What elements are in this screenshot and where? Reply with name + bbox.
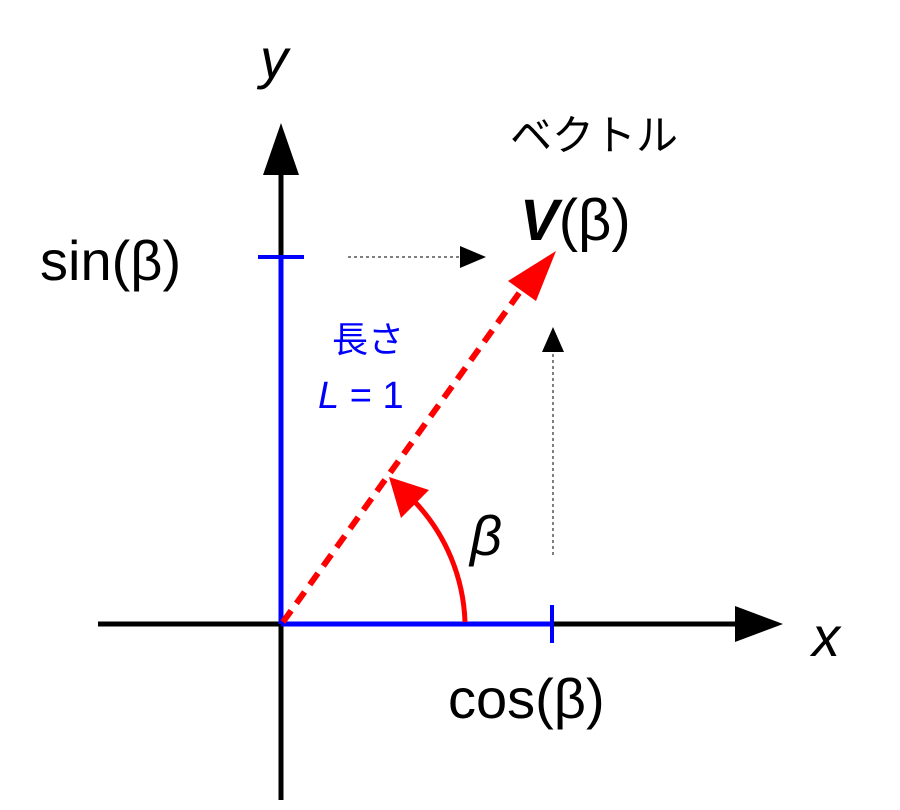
x-axis-arrowhead [735,606,783,642]
vector-arrowhead [508,251,556,301]
length-var: L [318,375,339,417]
vertical-guide-arrowhead [542,327,564,352]
length-value-label: L = 1 [318,375,404,417]
vector-caption: ベクトル [510,112,678,159]
length-caption: 長さ [332,319,404,360]
angle-arc-arrowhead [389,477,429,518]
angle-label: β [468,504,502,567]
sin-tick-label: sin(β) [40,229,181,292]
vector-argument: (β) [559,188,631,253]
x-axis-label: x [809,605,842,668]
y-axis-label: y [256,27,291,90]
angle-arc [413,500,468,623]
length-rest: = 1 [339,375,403,417]
horizontal-guide-arrowhead [460,246,486,268]
cos-tick-label: cos(β) [448,667,605,730]
vector-name-label: V(β) [520,188,631,253]
vector-name: V [520,188,563,253]
y-axis-arrowhead [263,123,299,175]
